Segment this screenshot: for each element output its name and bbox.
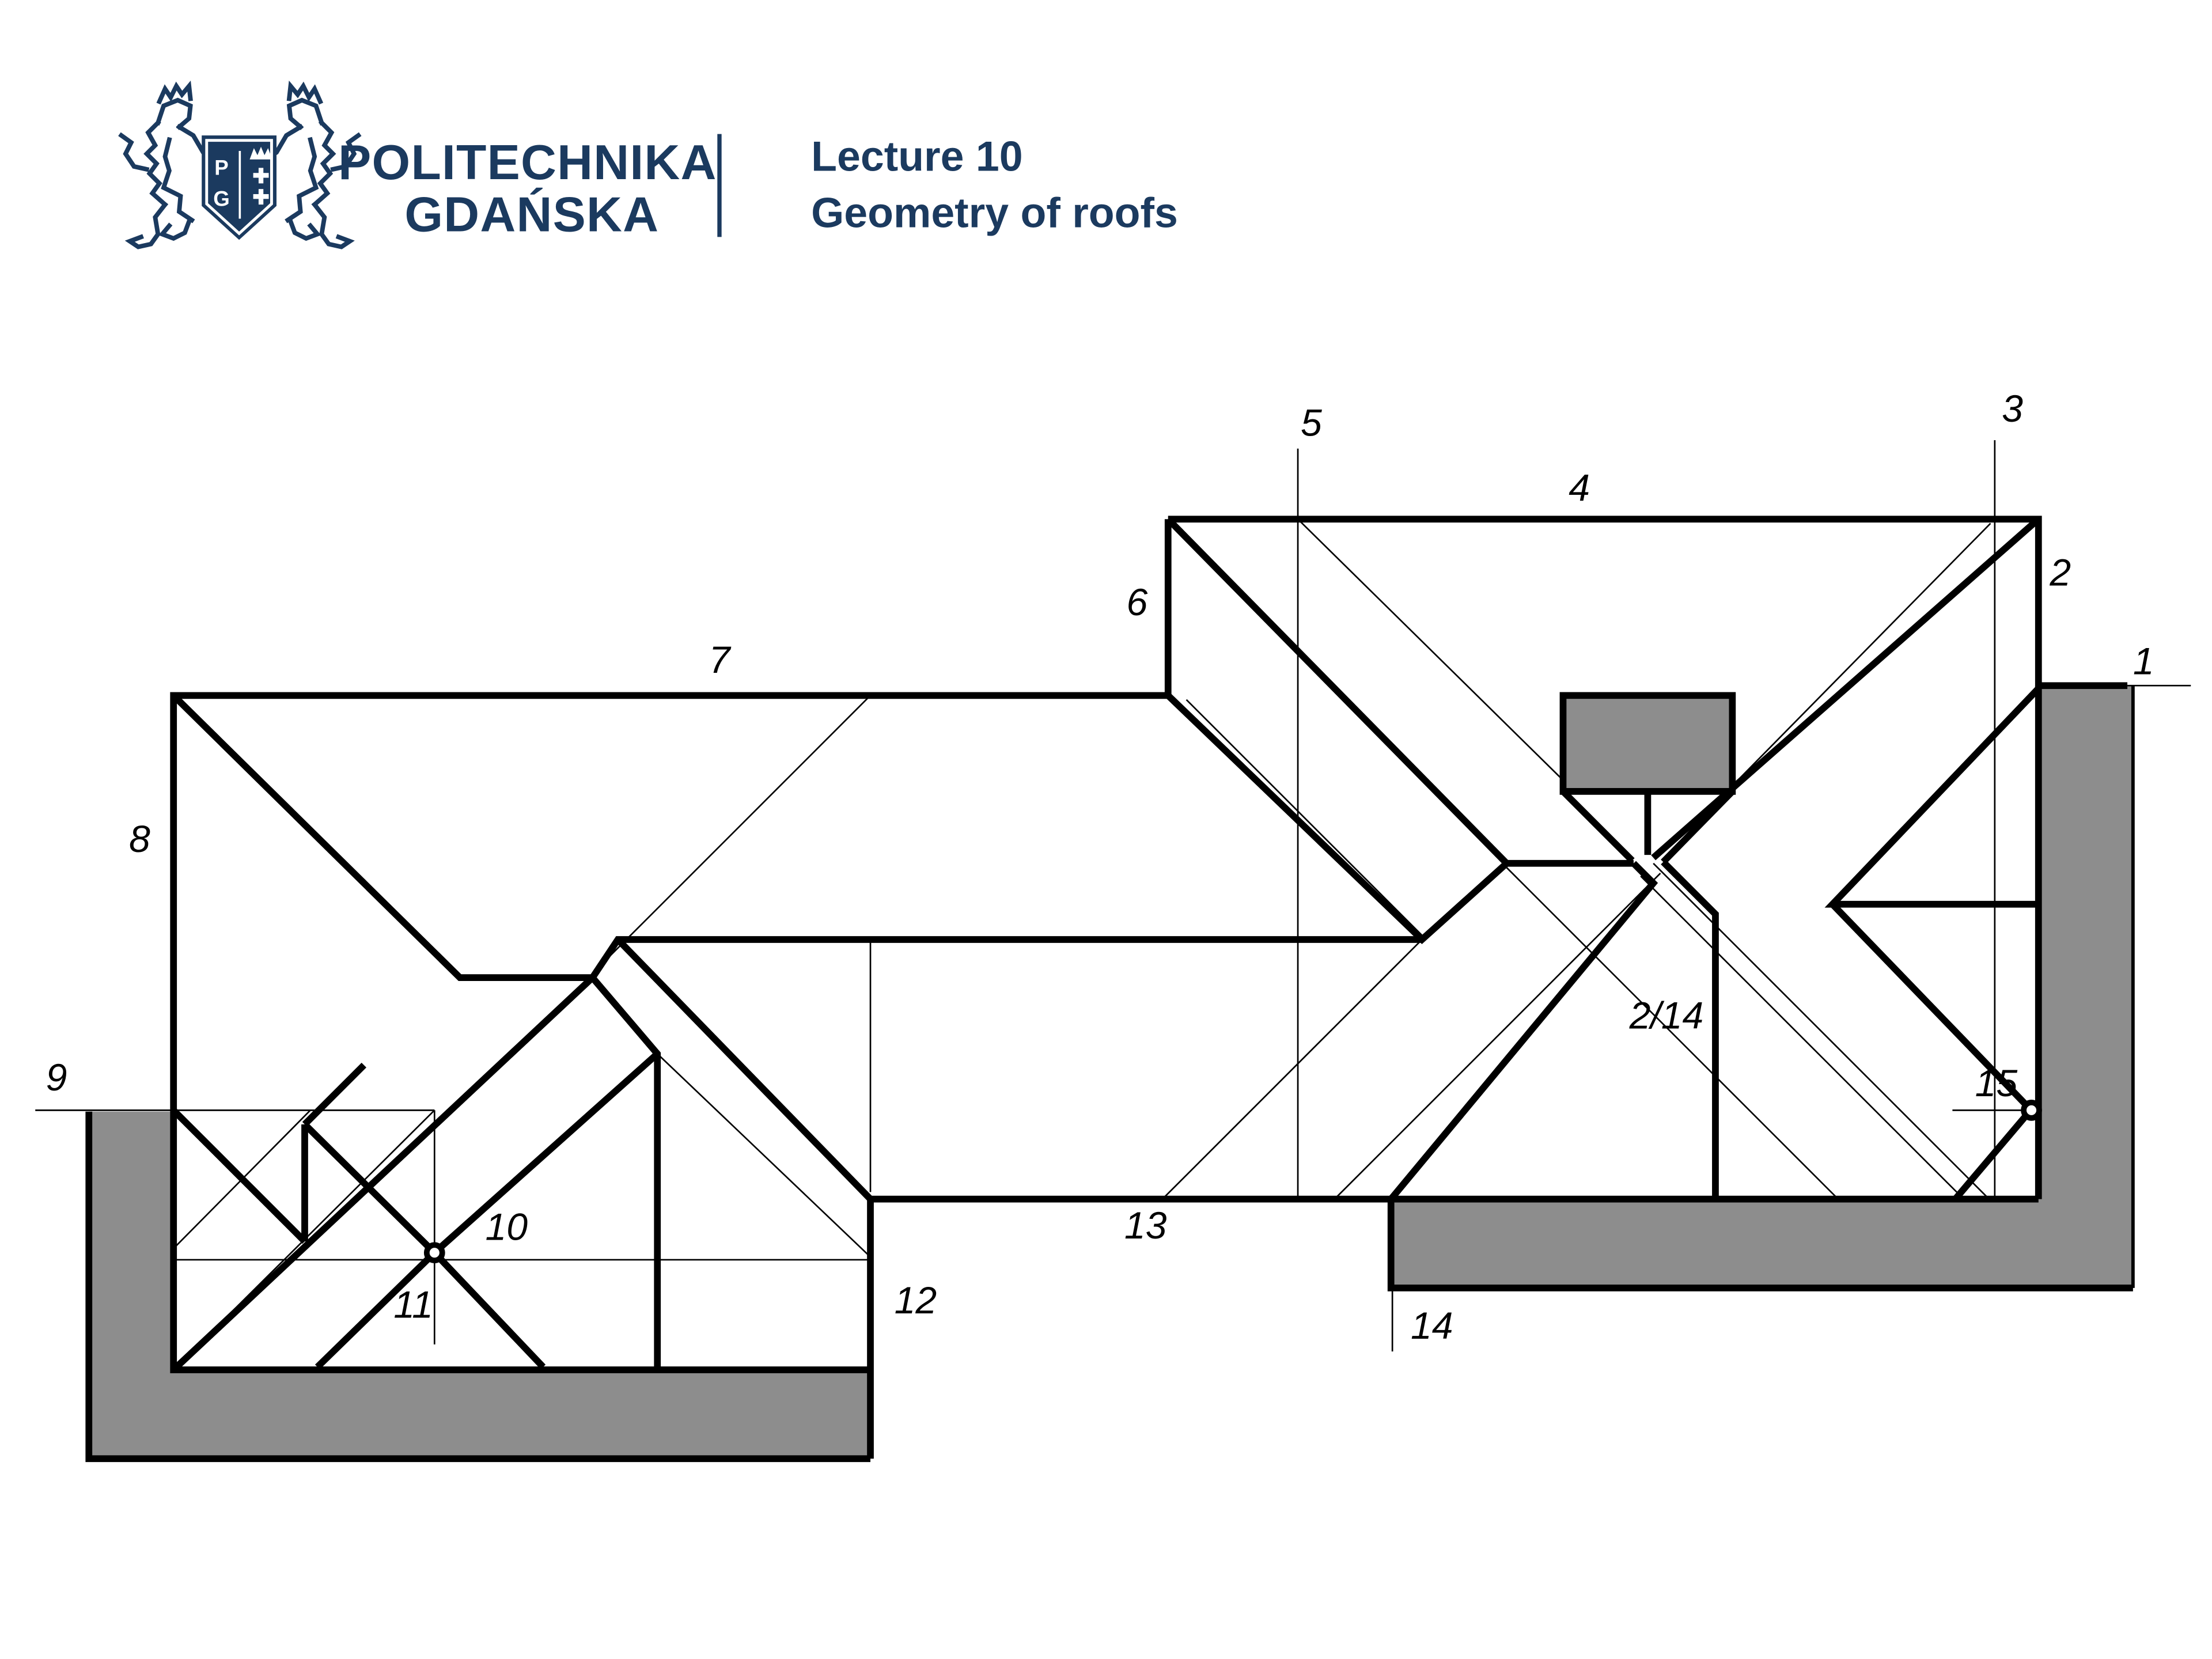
axis-label-2-14: 2/14	[1629, 994, 1704, 1037]
axis-label-12: 12	[895, 1279, 937, 1322]
lion-right-icon	[264, 80, 362, 249]
roof-plan: 1 2 3 4 5 6 7 8 9 10 11 12 13 14 15 2/14	[35, 388, 2191, 1463]
axis-label-10: 10	[485, 1206, 528, 1249]
shield-letter-p: P	[214, 156, 229, 180]
axis-label-8: 8	[129, 818, 150, 861]
university-name-line2: GDAŃSKA	[404, 187, 659, 243]
university-name-line1: POLITECHNIKA	[338, 135, 717, 190]
terrace-outlines	[85, 685, 2135, 1463]
lion-left-icon	[118, 80, 215, 249]
crown-icon	[249, 146, 272, 160]
axis-labels: 1 2 3 4 5 6 7 8 9 10 11 12 13 14 15 2/14	[46, 388, 2154, 1347]
terrace-right-gray	[1391, 685, 2133, 1288]
shield-letter-g: G	[213, 187, 230, 211]
axis-label-9: 9	[46, 1056, 67, 1099]
axis-label-5: 5	[1301, 402, 1322, 445]
axis-label-4: 4	[1569, 467, 1590, 509]
pg-logo: P G	[118, 80, 362, 249]
roof-drain-right	[2021, 1099, 2042, 1121]
lecture-number: Lecture 10	[811, 132, 1022, 180]
shield-inner-border	[205, 139, 273, 236]
roof-lines-west	[171, 693, 1422, 1373]
axis-label-13: 13	[1124, 1205, 1167, 1247]
pg-shield: P G	[202, 135, 276, 240]
cross-icon	[253, 189, 269, 205]
axis-label-2: 2	[2049, 551, 2071, 594]
axis-label-6: 6	[1126, 581, 1147, 624]
building-outline	[170, 516, 2128, 1459]
roof-drain-left	[423, 1242, 445, 1264]
cross-icon	[253, 168, 269, 184]
terrace-left-gray	[89, 1111, 871, 1459]
axis-label-3: 3	[2002, 388, 2023, 430]
axis-label-14: 14	[1411, 1305, 1453, 1347]
roof-lines-east	[1165, 516, 2041, 1202]
axis-label-1: 1	[2133, 641, 2154, 683]
axis-label-15: 15	[1975, 1062, 2018, 1105]
chimney	[1559, 692, 1736, 795]
lecture-topic: Geometry of roofs	[811, 188, 1178, 236]
axis-label-7: 7	[709, 639, 732, 681]
axis-label-11: 11	[393, 1283, 433, 1326]
header: P G POLITECHNIKA GDAŃSKA Lecture 10 Geom…	[118, 80, 1178, 249]
